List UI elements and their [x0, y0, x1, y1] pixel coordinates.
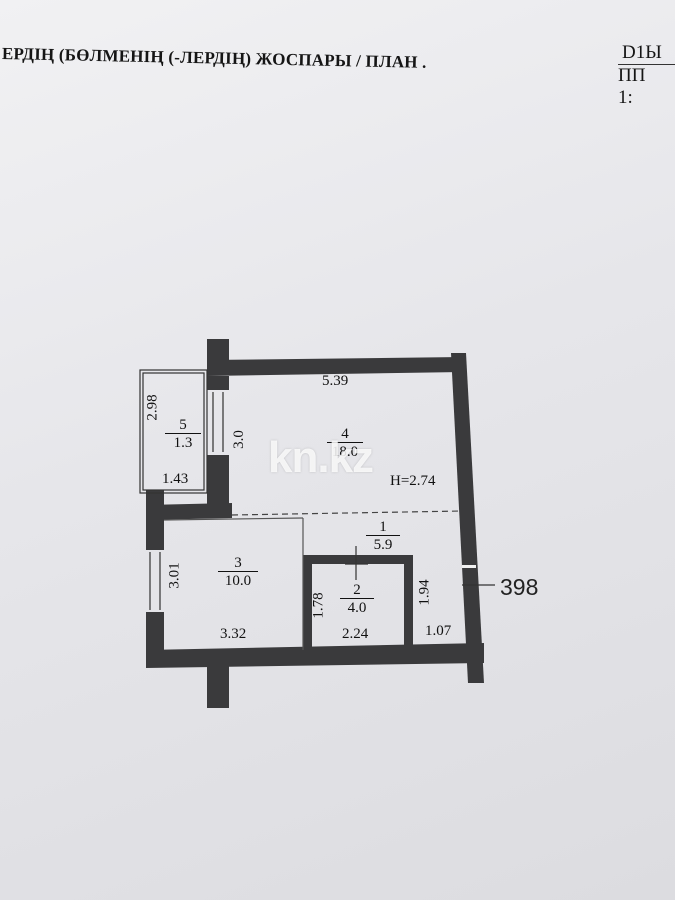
balcony-door: [212, 392, 224, 452]
wall-room2-left: [303, 555, 312, 650]
room4-dim-side: 3.0: [230, 430, 247, 449]
room1-dim-side: 1.94: [416, 579, 433, 606]
wall-segment: [207, 455, 229, 517]
room5-area: 1.3: [173, 435, 193, 451]
wall-segment: [207, 376, 229, 390]
room3-label: 3 10.0: [218, 556, 258, 589]
room3-number: 3: [218, 556, 258, 572]
wall-top: [207, 357, 463, 376]
wall-segment: [207, 660, 229, 708]
corner-stamp-line1: D1Ы: [622, 42, 662, 63]
room2-label: 2 4.0: [340, 583, 374, 616]
site-watermark: kn.kz: [268, 433, 374, 482]
room1-label: 1 5.9: [366, 520, 400, 553]
room1-dim-bottom: 1.07: [425, 623, 452, 639]
room2-number: 2: [340, 583, 374, 599]
room2-dim-side: 1.78: [310, 592, 327, 619]
room5-number: 5: [165, 418, 201, 434]
balcony-outline: [139, 369, 208, 494]
left-window: [149, 552, 161, 610]
room1-area: 5.9: [373, 537, 393, 553]
inner-partitions: [163, 517, 304, 650]
corner-stamp-line2: ПП 1:: [618, 64, 675, 109]
room2-dim-bottom: 2.24: [342, 626, 369, 642]
ceiling-height-note: Н=2.74: [390, 473, 436, 489]
window-mark: [462, 565, 476, 568]
section-marker: 398: [500, 574, 539, 600]
room3-dim-side: 3.01: [166, 562, 183, 589]
room2-crosshair: [345, 546, 368, 580]
wall-room2-top: [303, 555, 413, 564]
wall-bottom: [146, 643, 484, 668]
room3-area: 10.0: [224, 573, 252, 589]
zone-dashed-line: [231, 510, 463, 516]
walls: [146, 339, 484, 708]
wall-left-upper: [146, 490, 164, 550]
room4-number: 4: [327, 427, 363, 443]
room1-number: 1: [366, 520, 400, 536]
room4-dim-top: 5.39: [322, 373, 349, 389]
room5-dim-side: 2.98: [144, 394, 161, 421]
room5-label: 5 1.3: [165, 418, 201, 451]
room4-label: 4 18.0: [327, 427, 363, 460]
room4-area: 18.0: [331, 444, 359, 460]
room5-dim-bottom: 1.43: [162, 471, 189, 487]
wall-room2-right: [404, 555, 413, 650]
room3-dim-bottom: 3.32: [220, 626, 247, 642]
wall-right: [451, 353, 484, 683]
wall-segment: [146, 503, 232, 520]
room2-area: 4.0: [347, 600, 367, 616]
wall-left-lower: [146, 612, 164, 664]
